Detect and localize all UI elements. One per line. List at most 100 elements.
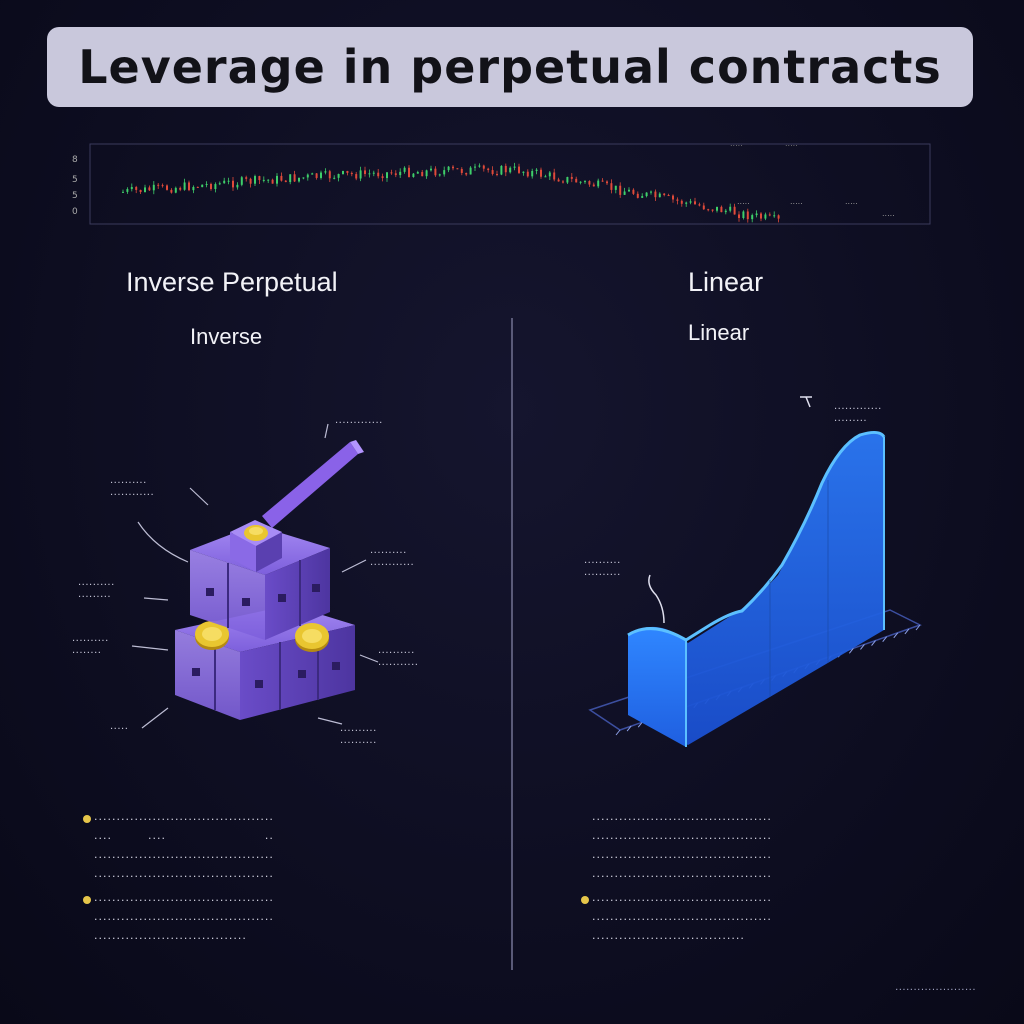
ticker-candle [685,202,688,204]
ticker-mark: ..... [785,140,798,148]
ticker-candle [412,173,415,177]
ticker-candle [557,179,560,182]
base-tick [904,628,910,635]
chart-callout-label: ···················· [584,558,621,581]
page-title: Leverage in perpetual contracts [78,40,942,94]
ticker-candle [267,179,270,181]
ticker-candle [768,214,771,216]
ticker-frame [89,143,931,225]
base-tick [626,725,632,732]
ticker-candle [126,189,129,192]
ticker-candle [663,193,666,196]
callout-label: ············· [335,418,383,429]
ticker-axis-tick: 0 [72,207,78,217]
ticker-candle [346,170,349,173]
ticker-candle [333,177,336,179]
ticker-candle [777,215,780,219]
ticker-candle [614,185,617,190]
ticker-candle [496,173,498,175]
footer-credit: ······················ [895,985,976,996]
bullet-dot-icon [581,896,589,904]
ticker-candle [720,206,723,213]
ticker-candle [465,172,468,175]
base-tick [637,721,643,728]
ticker-candle [293,174,296,182]
ticker-candle [302,177,305,179]
ticker-candle [161,185,164,187]
bullet-dot-icon [83,815,91,823]
ticker-candle [196,186,199,188]
area-top-edge [627,430,886,642]
ticker-candle [236,184,239,188]
ticker-candle [592,184,595,187]
ticker-candle [632,189,635,194]
ticker-candle [421,172,424,177]
ticker-candle [443,170,446,175]
ticker-candle [315,173,318,178]
ticker-axis-tick: 5 [72,191,78,201]
ticker-candle [579,181,582,183]
ticker-candle [218,183,221,185]
base-tick [860,644,865,650]
ticker-candles [122,162,780,223]
callout-label: ····················· [378,648,419,671]
left-column-subheading: Inverse [190,324,263,349]
ticker-candle [328,171,331,179]
coin-icon [295,623,329,652]
ticker-candle [227,180,230,182]
callout-label: ····· [110,724,129,735]
ticker-candle [707,209,710,211]
ticker-mark: ..... [845,197,858,206]
ticker-candle [394,173,397,176]
ticker-candle [623,191,626,195]
ticker-candle [509,167,512,173]
ticker-candle [386,172,388,179]
ticker-candle [245,177,248,179]
ticker-candle [619,185,622,195]
ticker-candle [456,168,459,170]
leverage-cube-illustration [131,423,379,729]
callout-label: ······················ [110,478,155,501]
ticker-candle [359,170,362,179]
ticker-candle [170,189,173,193]
ticker-candle [667,195,670,197]
base-tick [871,640,876,646]
ticker-candle [672,195,674,200]
ticker-candle [628,189,630,192]
ticker-candle [606,181,608,184]
base-tick [915,624,921,631]
ticker-candle [342,170,344,174]
ticker-candle [364,170,366,174]
callout-lines [131,423,379,729]
ticker-candle [320,172,322,178]
ticker-candle [513,166,516,168]
ticker-candle [254,176,256,184]
right-bullet-block: ········································… [581,810,772,948]
ticker-candle [390,172,393,174]
ticker-candle [201,184,204,188]
right-column-subheading: Linear [688,320,750,345]
ticker-candle [188,182,190,191]
ticker-candle [733,206,736,215]
ticker-mark: ..... [737,197,750,206]
ticker-candle [729,206,732,211]
ticker-candle [350,172,353,175]
ticker-candle [601,180,604,182]
ticker-candle [680,200,683,204]
ticker-candle [337,173,340,178]
ticker-candle [232,180,234,188]
chart-callouts [648,396,812,624]
ticker-candle [570,176,573,179]
callout-label: ··················· [78,580,115,603]
ticker-candle [311,173,314,175]
ticker-candle [152,184,155,191]
ticker-candle [135,187,138,190]
ticker-candle [205,183,208,185]
ticker-candle [139,189,142,193]
ticker-candle [324,171,327,173]
ticker-candle [500,165,503,175]
ticker-candle [262,179,265,181]
ticker-candle [223,180,226,184]
ticker-candle [474,166,476,168]
ticker-candle [144,187,146,193]
